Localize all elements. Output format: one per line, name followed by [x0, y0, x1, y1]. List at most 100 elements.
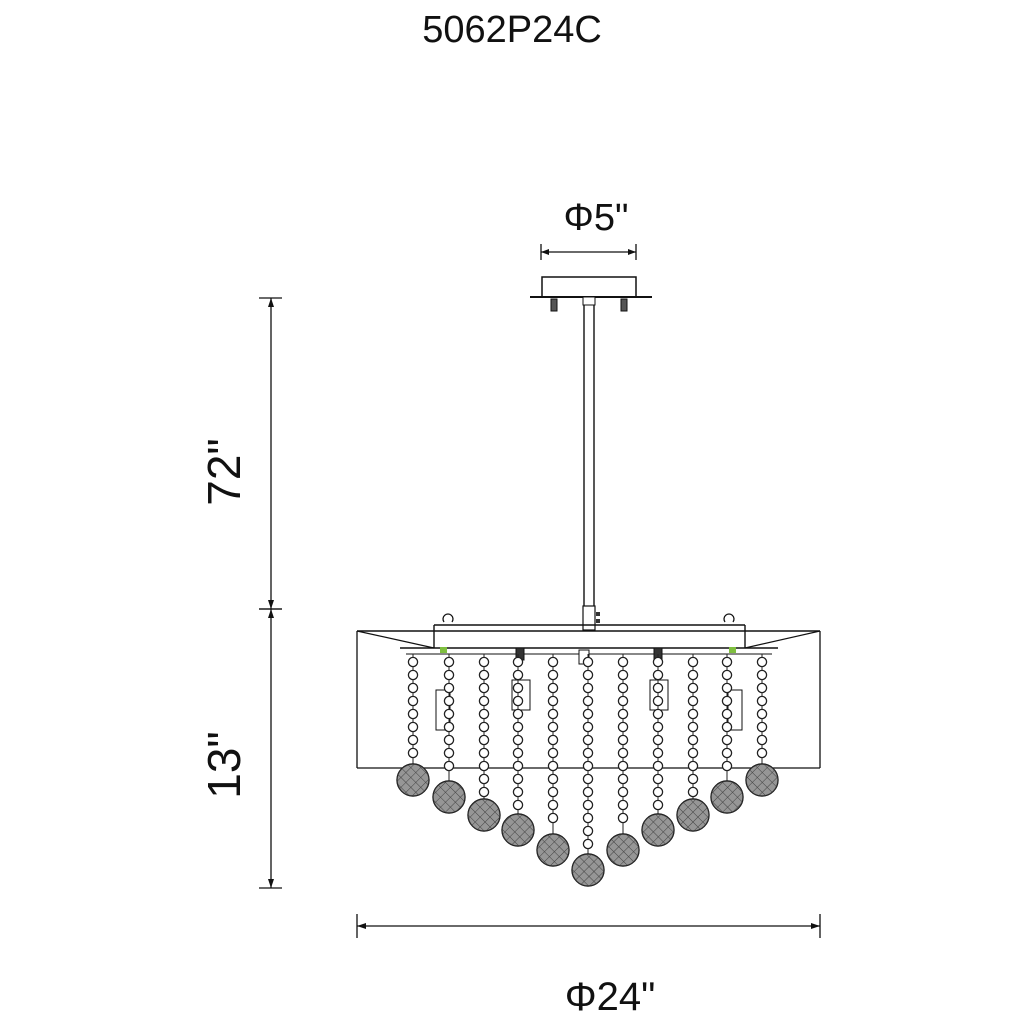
- crystal-bead: [478, 773, 490, 785]
- crystal-bead: [617, 786, 629, 798]
- crystal-bead: [512, 682, 524, 694]
- chain-length-label: 72": [198, 438, 250, 506]
- crystal-ball-shade: [677, 799, 709, 831]
- fixture-body: [356, 613, 821, 769]
- crystal-ball-shade: [746, 764, 778, 796]
- crystal-bead: [756, 669, 768, 681]
- crystal-bead: [547, 695, 559, 707]
- crystal-bead: [687, 682, 699, 694]
- crystal-ball-shade: [537, 834, 569, 866]
- crystal-bead: [512, 721, 524, 733]
- crystal-bead: [687, 695, 699, 707]
- crystal-ball-pendant: [641, 813, 675, 847]
- crystal-bead: [617, 734, 629, 746]
- crystal-bead: [478, 708, 490, 720]
- fixture-height-dimension: 13": [198, 608, 282, 889]
- crystal-bead: [478, 760, 490, 772]
- crystal-ball-shade: [607, 834, 639, 866]
- crystal-bead: [756, 734, 768, 746]
- crystal-bead: [443, 682, 455, 694]
- crystal-bead: [512, 669, 524, 681]
- crystal-bead: [652, 760, 664, 772]
- crystal-bead: [582, 747, 594, 759]
- crystal-bead: [617, 760, 629, 772]
- crystal-bead: [407, 721, 419, 733]
- crystal-bead: [407, 734, 419, 746]
- crystal-bead: [687, 721, 699, 733]
- chain-length-dimension: 72": [198, 297, 282, 610]
- crystal-ball-pendant: [396, 763, 430, 797]
- fixture-diameter-dimension: Φ24": [356, 914, 821, 1019]
- crystal-bead: [547, 799, 559, 811]
- fixture-height-label: 13": [198, 731, 250, 799]
- crystal-bead: [687, 734, 699, 746]
- crystal-bead: [478, 656, 490, 668]
- crystal-ball-shade: [502, 814, 534, 846]
- crystal-bead: [547, 786, 559, 798]
- crystal-ball-shade: [572, 854, 604, 886]
- crystal-strand: [676, 654, 710, 832]
- crystal-bead: [407, 708, 419, 720]
- crystal-ball-pendant: [606, 833, 640, 867]
- crystal-bead: [652, 656, 664, 668]
- crystal-bead: [756, 747, 768, 759]
- crystal-bead: [617, 773, 629, 785]
- crystal-bead: [443, 656, 455, 668]
- crystal-bead: [687, 760, 699, 772]
- crystal-bead: [652, 799, 664, 811]
- crystal-strand: [745, 654, 779, 797]
- crystal-strand: [432, 654, 466, 814]
- crystal-bead: [756, 721, 768, 733]
- crystal-bead: [582, 656, 594, 668]
- crystal-ball-pendant: [432, 780, 466, 814]
- crystal-bead: [582, 760, 594, 772]
- crystal-bead: [547, 747, 559, 759]
- crystal-bead: [443, 734, 455, 746]
- crystal-ball-shade: [433, 781, 465, 813]
- crystal-bead: [582, 721, 594, 733]
- crystal-bead: [443, 695, 455, 707]
- crystal-strand: [467, 654, 501, 832]
- suspension-rod: [582, 305, 600, 631]
- crystal-bead: [478, 669, 490, 681]
- crystal-bead: [582, 669, 594, 681]
- crystal-ball-shade: [711, 781, 743, 813]
- crystal-bead: [721, 669, 733, 681]
- crystal-ball-pendant: [676, 798, 710, 832]
- crystal-bead: [582, 786, 594, 798]
- crystal-bead: [547, 734, 559, 746]
- crystal-bead: [756, 695, 768, 707]
- crystal-strand: [396, 654, 430, 797]
- crystal-bead: [721, 656, 733, 668]
- crystal-ball-pendant: [571, 853, 605, 887]
- crystal-strand: [606, 654, 640, 867]
- crystal-bead: [652, 786, 664, 798]
- crystal-ball-shade: [468, 799, 500, 831]
- crystal-bead: [617, 799, 629, 811]
- crystal-bead: [687, 747, 699, 759]
- crystal-bead: [721, 708, 733, 720]
- crystal-ball-pendant: [467, 798, 501, 832]
- crystal-bead: [407, 669, 419, 681]
- crystal-bead: [478, 682, 490, 694]
- crystal-bead: [721, 734, 733, 746]
- crystal-ball-pendant: [501, 813, 535, 847]
- crystal-bead: [478, 747, 490, 759]
- crystal-bead: [582, 682, 594, 694]
- crystal-bead: [721, 760, 733, 772]
- crystal-strand: [641, 654, 675, 847]
- crystal-ball-pendant: [710, 780, 744, 814]
- crystal-bead: [582, 773, 594, 785]
- crystal-bead: [617, 669, 629, 681]
- crystal-ball-shade: [642, 814, 674, 846]
- crystal-bead: [443, 760, 455, 772]
- crystal-bead: [547, 708, 559, 720]
- crystal-bead: [756, 682, 768, 694]
- crystal-bead: [652, 682, 664, 694]
- canopy-dimension: Φ5": [540, 197, 637, 260]
- crystal-bead: [652, 773, 664, 785]
- crystal-bead: [617, 812, 629, 824]
- crystal-bead: [443, 669, 455, 681]
- crystal-ball-pendant: [536, 833, 570, 867]
